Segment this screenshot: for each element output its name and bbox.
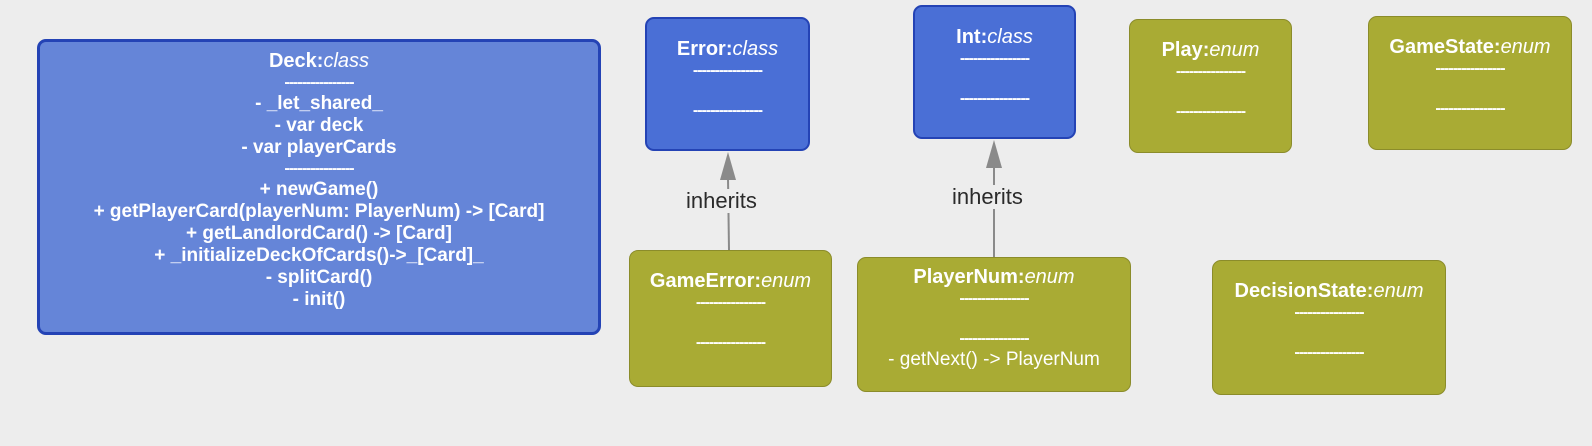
arrowhead-icon	[986, 140, 1002, 168]
node-title: PlayerNum:enum	[913, 266, 1075, 288]
separator: ----------------	[284, 160, 354, 177]
node-title: Play:enum	[1161, 39, 1260, 61]
method: + getLandlordCard() -> [Card]	[185, 223, 452, 244]
arrowhead-icon	[720, 152, 736, 180]
separator: ----------------	[959, 90, 1030, 107]
node-kind: enum	[1500, 36, 1551, 58]
separator: ----------------	[1435, 60, 1505, 77]
node-error[interactable]: Error:class ---------------- -----------…	[645, 17, 810, 151]
separator: ----------------	[1294, 304, 1364, 321]
edge-label-playernum-int: inherits	[951, 184, 1024, 209]
node-gameerror[interactable]: GameError:enum ---------------- --------…	[629, 250, 832, 387]
method: - getNext() -> PlayerNum	[888, 349, 1100, 370]
node-kind: enum	[1373, 280, 1424, 302]
node-name: Deck	[268, 50, 317, 72]
node-kind: enum	[1024, 266, 1075, 288]
field: - _let_shared_	[255, 93, 383, 114]
node-kind: class	[987, 26, 1033, 48]
node-name: GameState	[1389, 36, 1494, 58]
separator: ----------------	[1294, 344, 1364, 361]
node-title: Int:class	[956, 26, 1033, 48]
node-name: Int	[956, 26, 981, 48]
node-title: DecisionState:enum	[1234, 280, 1424, 302]
node-decisionstate[interactable]: DecisionState:enum ---------------- ----…	[1212, 260, 1446, 395]
separator: ----------------	[1175, 63, 1246, 80]
separator: ----------------	[959, 50, 1030, 67]
node-title: GameError:enum	[649, 270, 812, 292]
node-kind: enum	[761, 270, 812, 292]
separator: ----------------	[695, 294, 766, 311]
node-title: GameState:enum	[1389, 36, 1551, 58]
node-kind: enum	[1209, 39, 1260, 61]
node-deck[interactable]: Deck:class ---------------- - _let_share…	[37, 39, 601, 335]
method: + _initializeDeckOfCards()->_[Card]_	[154, 245, 484, 266]
node-gamestate[interactable]: GameState:enum ---------------- --------…	[1368, 16, 1572, 150]
node-name: Play	[1161, 39, 1203, 61]
node-play[interactable]: Play:enum ---------------- -------------…	[1129, 19, 1292, 153]
field: - var playerCards	[241, 137, 397, 158]
method: - init()	[292, 289, 346, 310]
node-playernum[interactable]: PlayerNum:enum ---------------- --------…	[857, 257, 1131, 392]
node-kind: class	[323, 50, 370, 72]
node-kind: class	[732, 38, 779, 60]
field: - var deck	[274, 115, 364, 136]
separator: ----------------	[692, 102, 763, 119]
separator: ----------------	[959, 290, 1029, 307]
node-title: Error:class	[676, 38, 779, 60]
node-name: GameError	[649, 270, 755, 292]
node-name: PlayerNum	[913, 266, 1018, 288]
method: + getPlayerCard(playerNum: PlayerNum) ->…	[93, 201, 545, 222]
node-name: DecisionState	[1234, 280, 1367, 302]
method: - splitCard()	[265, 267, 373, 288]
separator: ----------------	[284, 74, 354, 91]
node-int[interactable]: Int:class ---------------- -------------…	[913, 5, 1076, 139]
separator: ----------------	[692, 62, 763, 79]
separator: ----------------	[1435, 100, 1505, 117]
method: + newGame()	[259, 179, 379, 200]
node-name: Error	[676, 38, 726, 60]
separator: ----------------	[1175, 103, 1246, 120]
separator: ----------------	[695, 334, 766, 351]
separator: ----------------	[959, 330, 1029, 347]
edge-label-gameerror-error: inherits	[685, 188, 758, 213]
node-title: Deck:class	[268, 50, 370, 72]
